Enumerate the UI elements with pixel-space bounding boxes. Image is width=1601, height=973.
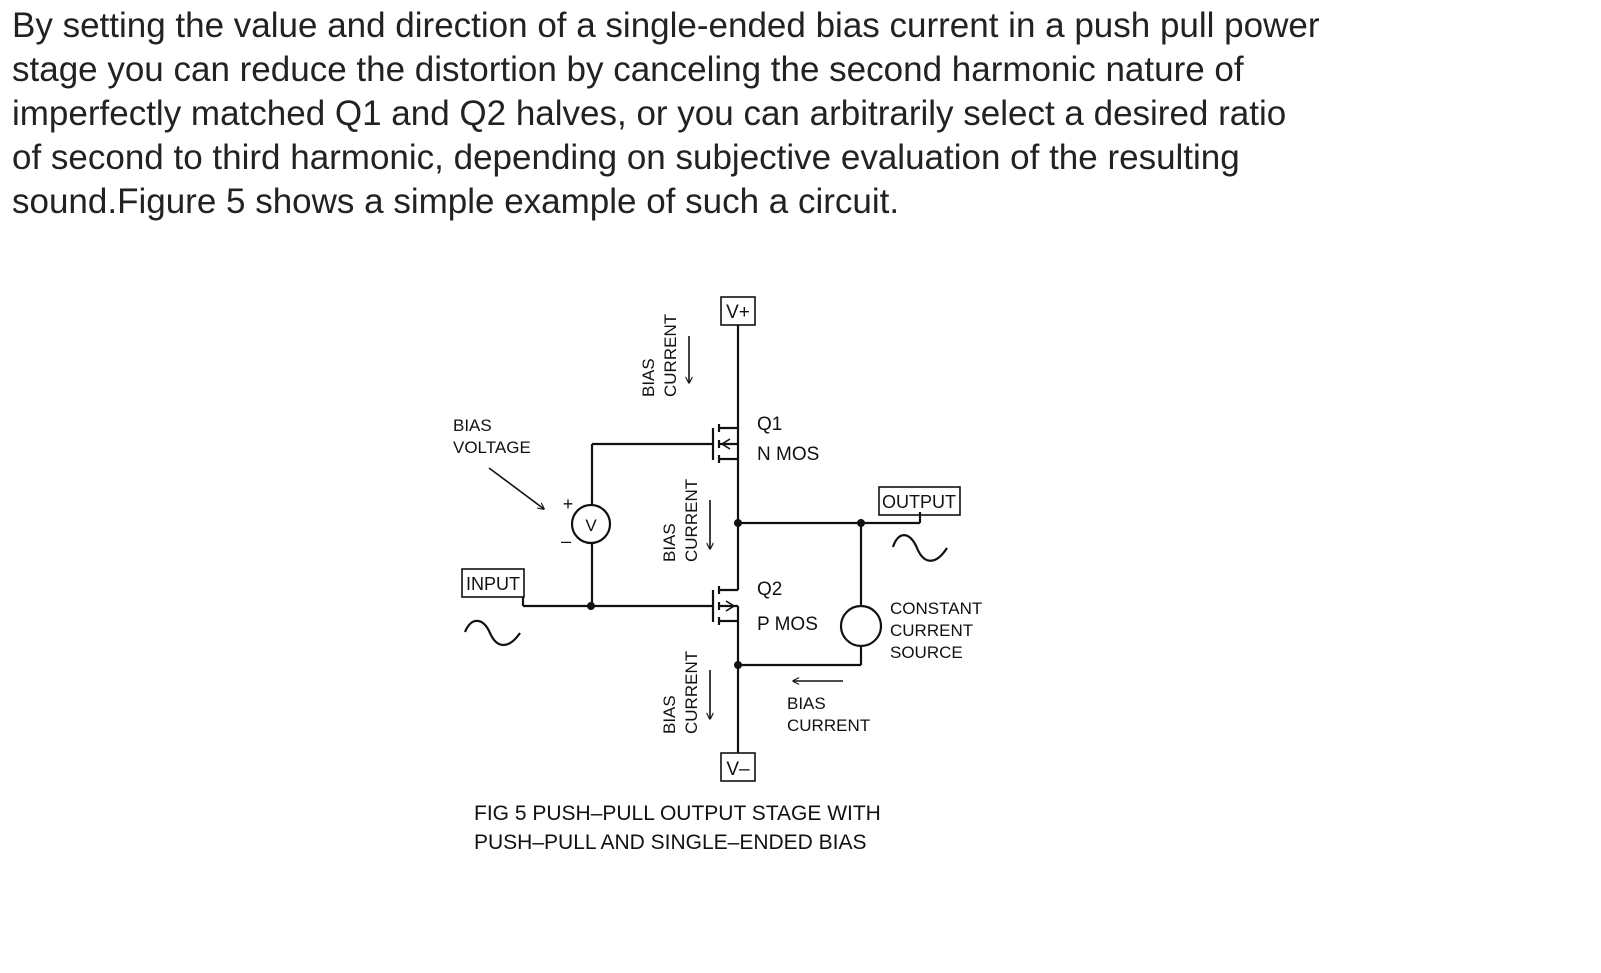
paragraph-line: stage you can reduce the distortion by c… bbox=[12, 50, 1244, 89]
v-plus-label: V+ bbox=[726, 302, 750, 323]
q1-name-label: Q1 bbox=[757, 414, 782, 435]
current-source-label-1: CONSTANT bbox=[890, 599, 982, 618]
voltmeter-symbol: V bbox=[570, 503, 612, 545]
bias-voltage-label-2: VOLTAGE bbox=[453, 438, 531, 457]
intro-paragraph: By setting the value and direction of a … bbox=[12, 4, 1432, 224]
output-terminal: OUTPUT bbox=[878, 486, 961, 516]
current-source-label-3: SOURCE bbox=[890, 643, 963, 662]
bias-current-bottom-label-1: BIAS bbox=[660, 695, 679, 734]
input-waveform-icon bbox=[463, 619, 521, 647]
input-terminal: INPUT bbox=[461, 568, 525, 598]
output-waveform-icon bbox=[891, 534, 948, 562]
input-label: INPUT bbox=[466, 574, 520, 594]
input-node bbox=[587, 602, 595, 610]
paragraph-line: imperfectly matched Q1 and Q2 halves, or… bbox=[12, 94, 1287, 133]
paragraph-line: of second to third harmonic, depending o… bbox=[12, 138, 1240, 177]
bias-current-mid-label: BIAS CURRENT bbox=[660, 479, 701, 562]
bias-voltage-label-1: BIAS bbox=[453, 416, 492, 435]
output-label: OUTPUT bbox=[882, 492, 956, 512]
current-source-label-2: CURRENT bbox=[890, 621, 973, 640]
figure-caption-line-1: FIG 5 PUSH–PULL OUTPUT STAGE WITH bbox=[474, 802, 881, 825]
figure-caption-line-2: PUSH–PULL AND SINGLE–ENDED BIAS bbox=[474, 831, 867, 854]
bias-current-mid-label-2: CURRENT bbox=[682, 479, 701, 562]
minus-sign: – bbox=[561, 531, 571, 551]
v-minus-terminal: V– bbox=[720, 752, 756, 782]
q2-name-label: Q2 bbox=[757, 579, 782, 600]
output-node bbox=[734, 519, 742, 527]
bias-current-top-label-2: CURRENT bbox=[661, 314, 680, 397]
q1-type-label: N MOS bbox=[757, 444, 819, 465]
v-plus-terminal: V+ bbox=[720, 296, 756, 326]
plus-sign: + bbox=[563, 494, 574, 514]
bias-voltage-arrow bbox=[488, 467, 544, 509]
bias-current-bottom-label: BIAS CURRENT bbox=[660, 651, 701, 734]
q2-type-label: P MOS bbox=[757, 614, 818, 635]
q1-nmos-transistor bbox=[592, 424, 740, 463]
bias-current-top-label-1: BIAS bbox=[639, 358, 658, 397]
bias-current-top-label: BIAS CURRENT bbox=[639, 314, 680, 397]
constant-current-source-symbol bbox=[839, 604, 883, 648]
v-minus-label: V– bbox=[726, 759, 750, 780]
bias-current-h-label-2: CURRENT bbox=[787, 716, 870, 735]
bias-current-bottom-label-2: CURRENT bbox=[682, 651, 701, 734]
q2-pmos-transistor bbox=[592, 586, 740, 625]
bias-current-mid-label-1: BIAS bbox=[660, 523, 679, 562]
paragraph-line: By setting the value and direction of a … bbox=[12, 6, 1320, 45]
bias-current-h-label-1: BIAS bbox=[787, 694, 826, 713]
voltmeter-label: V bbox=[585, 516, 597, 535]
paragraph-line: sound.Figure 5 shows a simple example of… bbox=[12, 182, 900, 221]
